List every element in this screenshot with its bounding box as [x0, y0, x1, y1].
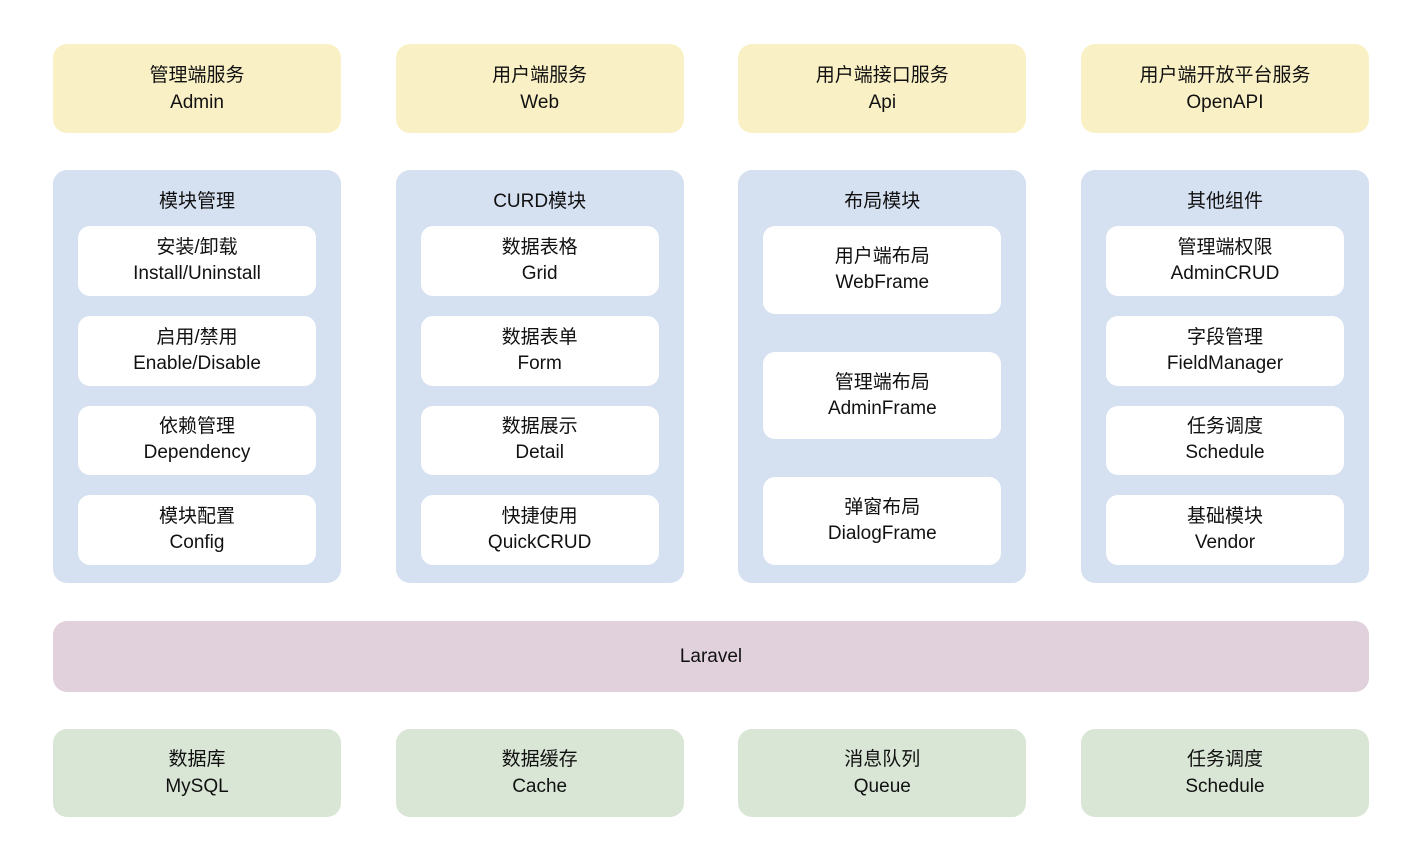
- module-card-grid: 数据表格 Grid: [420, 226, 659, 296]
- service-title-en: Admin: [170, 91, 224, 113]
- service-title-en: Web: [520, 91, 560, 113]
- card-label-zh: 任务调度: [1186, 416, 1263, 438]
- module-card-quickcrud: 快捷使用 QuickCRUD: [420, 495, 659, 565]
- panel-cards: 安装/卸载 Install/Uninstall 启用/禁用 Enable/Dis…: [78, 226, 316, 565]
- card-label-zh: 安装/卸载: [156, 236, 238, 258]
- module-card-dependency: 依赖管理 Dependency: [78, 405, 316, 476]
- card-label-zh: 基础模块: [1186, 506, 1263, 528]
- module-card-config: 模块配置 Config: [78, 495, 316, 565]
- card-label-en: Form: [517, 352, 562, 374]
- infra-box-mysql: 数据库 MySQL: [53, 729, 341, 817]
- infra-title-en: MySQL: [165, 776, 229, 797]
- module-card-admincrud: 管理端权限 AdminCRUD: [1105, 226, 1344, 296]
- service-box-api: 用户端接口服务 Api: [738, 44, 1027, 133]
- service-title-en: Api: [868, 91, 897, 113]
- infra-title-zh: 消息队列: [844, 749, 921, 770]
- card-label-zh: 快捷使用: [501, 506, 578, 528]
- infra-box-cache: 数据缓存 Cache: [395, 729, 684, 817]
- module-card-fieldmanager: 字段管理 FieldManager: [1105, 315, 1344, 386]
- panel-other-components: 其他组件 管理端权限 AdminCRUD 字段管理 FieldManager 任…: [1080, 170, 1369, 583]
- infra-title-en: Schedule: [1185, 776, 1265, 797]
- card-label-en: Grid: [521, 262, 558, 284]
- module-card-vendor: 基础模块 Vendor: [1105, 495, 1344, 565]
- service-box-admin: 管理端服务 Admin: [53, 44, 341, 133]
- services-row: 管理端服务 Admin 用户端服务 Web 用户端接口服务 Api 用户端开放平…: [53, 44, 1369, 133]
- card-label-en: Dependency: [143, 442, 251, 464]
- card-label-en: DialogFrame: [827, 523, 937, 545]
- service-box-web: 用户端服务 Web: [395, 44, 684, 133]
- panel-title: 布局模块: [844, 191, 921, 212]
- card-label-zh: 数据展示: [501, 416, 578, 438]
- panel-title: 模块管理: [158, 191, 235, 212]
- card-label-en: WebFrame: [835, 271, 930, 293]
- card-label-en: Install/Uninstall: [133, 262, 261, 284]
- infra-title-en: Cache: [512, 776, 568, 797]
- panel-layout-module: 布局模块 用户端布局 WebFrame 管理端布局 AdminFrame 弹窗布…: [738, 170, 1027, 583]
- infra-title-zh: 数据缓存: [501, 749, 578, 770]
- card-label-en: Vendor: [1194, 532, 1256, 554]
- service-title-zh: 用户端开放平台服务: [1139, 64, 1311, 86]
- card-label-zh: 管理端权限: [1177, 236, 1273, 258]
- card-label-en: Config: [169, 532, 225, 554]
- infra-box-queue: 消息队列 Queue: [738, 729, 1027, 817]
- infra-title-en: Queue: [853, 776, 911, 797]
- panel-curd-module: CURD模块 数据表格 Grid 数据表单 Form 数据展示 Detail 快…: [395, 170, 684, 583]
- module-card-schedule: 任务调度 Schedule: [1105, 405, 1344, 476]
- card-label-en: QuickCRUD: [487, 532, 592, 554]
- panel-module-management: 模块管理 安装/卸载 Install/Uninstall 启用/禁用 Enabl…: [53, 170, 341, 583]
- infra-box-schedule: 任务调度 Schedule: [1080, 729, 1369, 817]
- framework-label: Laravel: [679, 645, 743, 667]
- module-card-webframe: 用户端布局 WebFrame: [763, 226, 1002, 314]
- service-title-en: OpenAPI: [1186, 91, 1264, 113]
- card-label-zh: 字段管理: [1186, 326, 1263, 348]
- card-label-zh: 弹窗布局: [844, 497, 921, 519]
- panel-cards: 用户端布局 WebFrame 管理端布局 AdminFrame 弹窗布局 Dia…: [763, 226, 1002, 566]
- infra-title-zh: 任务调度: [1186, 749, 1263, 770]
- module-card-install-uninstall: 安装/卸载 Install/Uninstall: [78, 226, 316, 296]
- card-label-zh: 模块配置: [158, 506, 235, 528]
- card-label-zh: 数据表格: [501, 236, 578, 258]
- module-card-form: 数据表单 Form: [420, 315, 659, 386]
- module-card-detail: 数据展示 Detail: [420, 405, 659, 476]
- card-label-en: FieldManager: [1166, 352, 1284, 374]
- card-label-zh: 管理端布局: [834, 371, 930, 393]
- panel-cards: 数据表格 Grid 数据表单 Form 数据展示 Detail 快捷使用 Qui…: [420, 226, 659, 565]
- panel-title: 其他组件: [1186, 191, 1263, 212]
- card-label-en: AdminCRUD: [1170, 262, 1280, 284]
- module-card-adminframe: 管理端布局 AdminFrame: [763, 351, 1002, 440]
- module-card-dialogframe: 弹窗布局 DialogFrame: [763, 477, 1002, 566]
- card-label-en: Schedule: [1185, 442, 1265, 464]
- panel-cards: 管理端权限 AdminCRUD 字段管理 FieldManager 任务调度 S…: [1105, 226, 1344, 565]
- infra-title-zh: 数据库: [168, 749, 226, 770]
- panel-title: CURD模块: [493, 191, 587, 212]
- card-label-zh: 用户端布局: [834, 245, 930, 267]
- infrastructure-row: 数据库 MySQL 数据缓存 Cache 消息队列 Queue 任务调度 Sch…: [53, 729, 1369, 817]
- card-label-zh: 启用/禁用: [156, 326, 238, 348]
- modules-row: 模块管理 安装/卸载 Install/Uninstall 启用/禁用 Enabl…: [53, 170, 1369, 583]
- card-label-en: Detail: [515, 442, 564, 464]
- service-title-zh: 用户端接口服务: [815, 64, 949, 86]
- card-label-zh: 数据表单: [501, 326, 578, 348]
- module-card-enable-disable: 启用/禁用 Enable/Disable: [78, 315, 316, 386]
- framework-band-laravel: Laravel: [53, 621, 1369, 692]
- card-label-en: Enable/Disable: [133, 352, 261, 374]
- service-title-zh: 管理端服务: [149, 64, 245, 86]
- card-label-en: AdminFrame: [827, 397, 937, 419]
- service-title-zh: 用户端服务: [492, 64, 588, 86]
- service-box-openapi: 用户端开放平台服务 OpenAPI: [1080, 44, 1369, 133]
- card-label-zh: 依赖管理: [158, 416, 235, 438]
